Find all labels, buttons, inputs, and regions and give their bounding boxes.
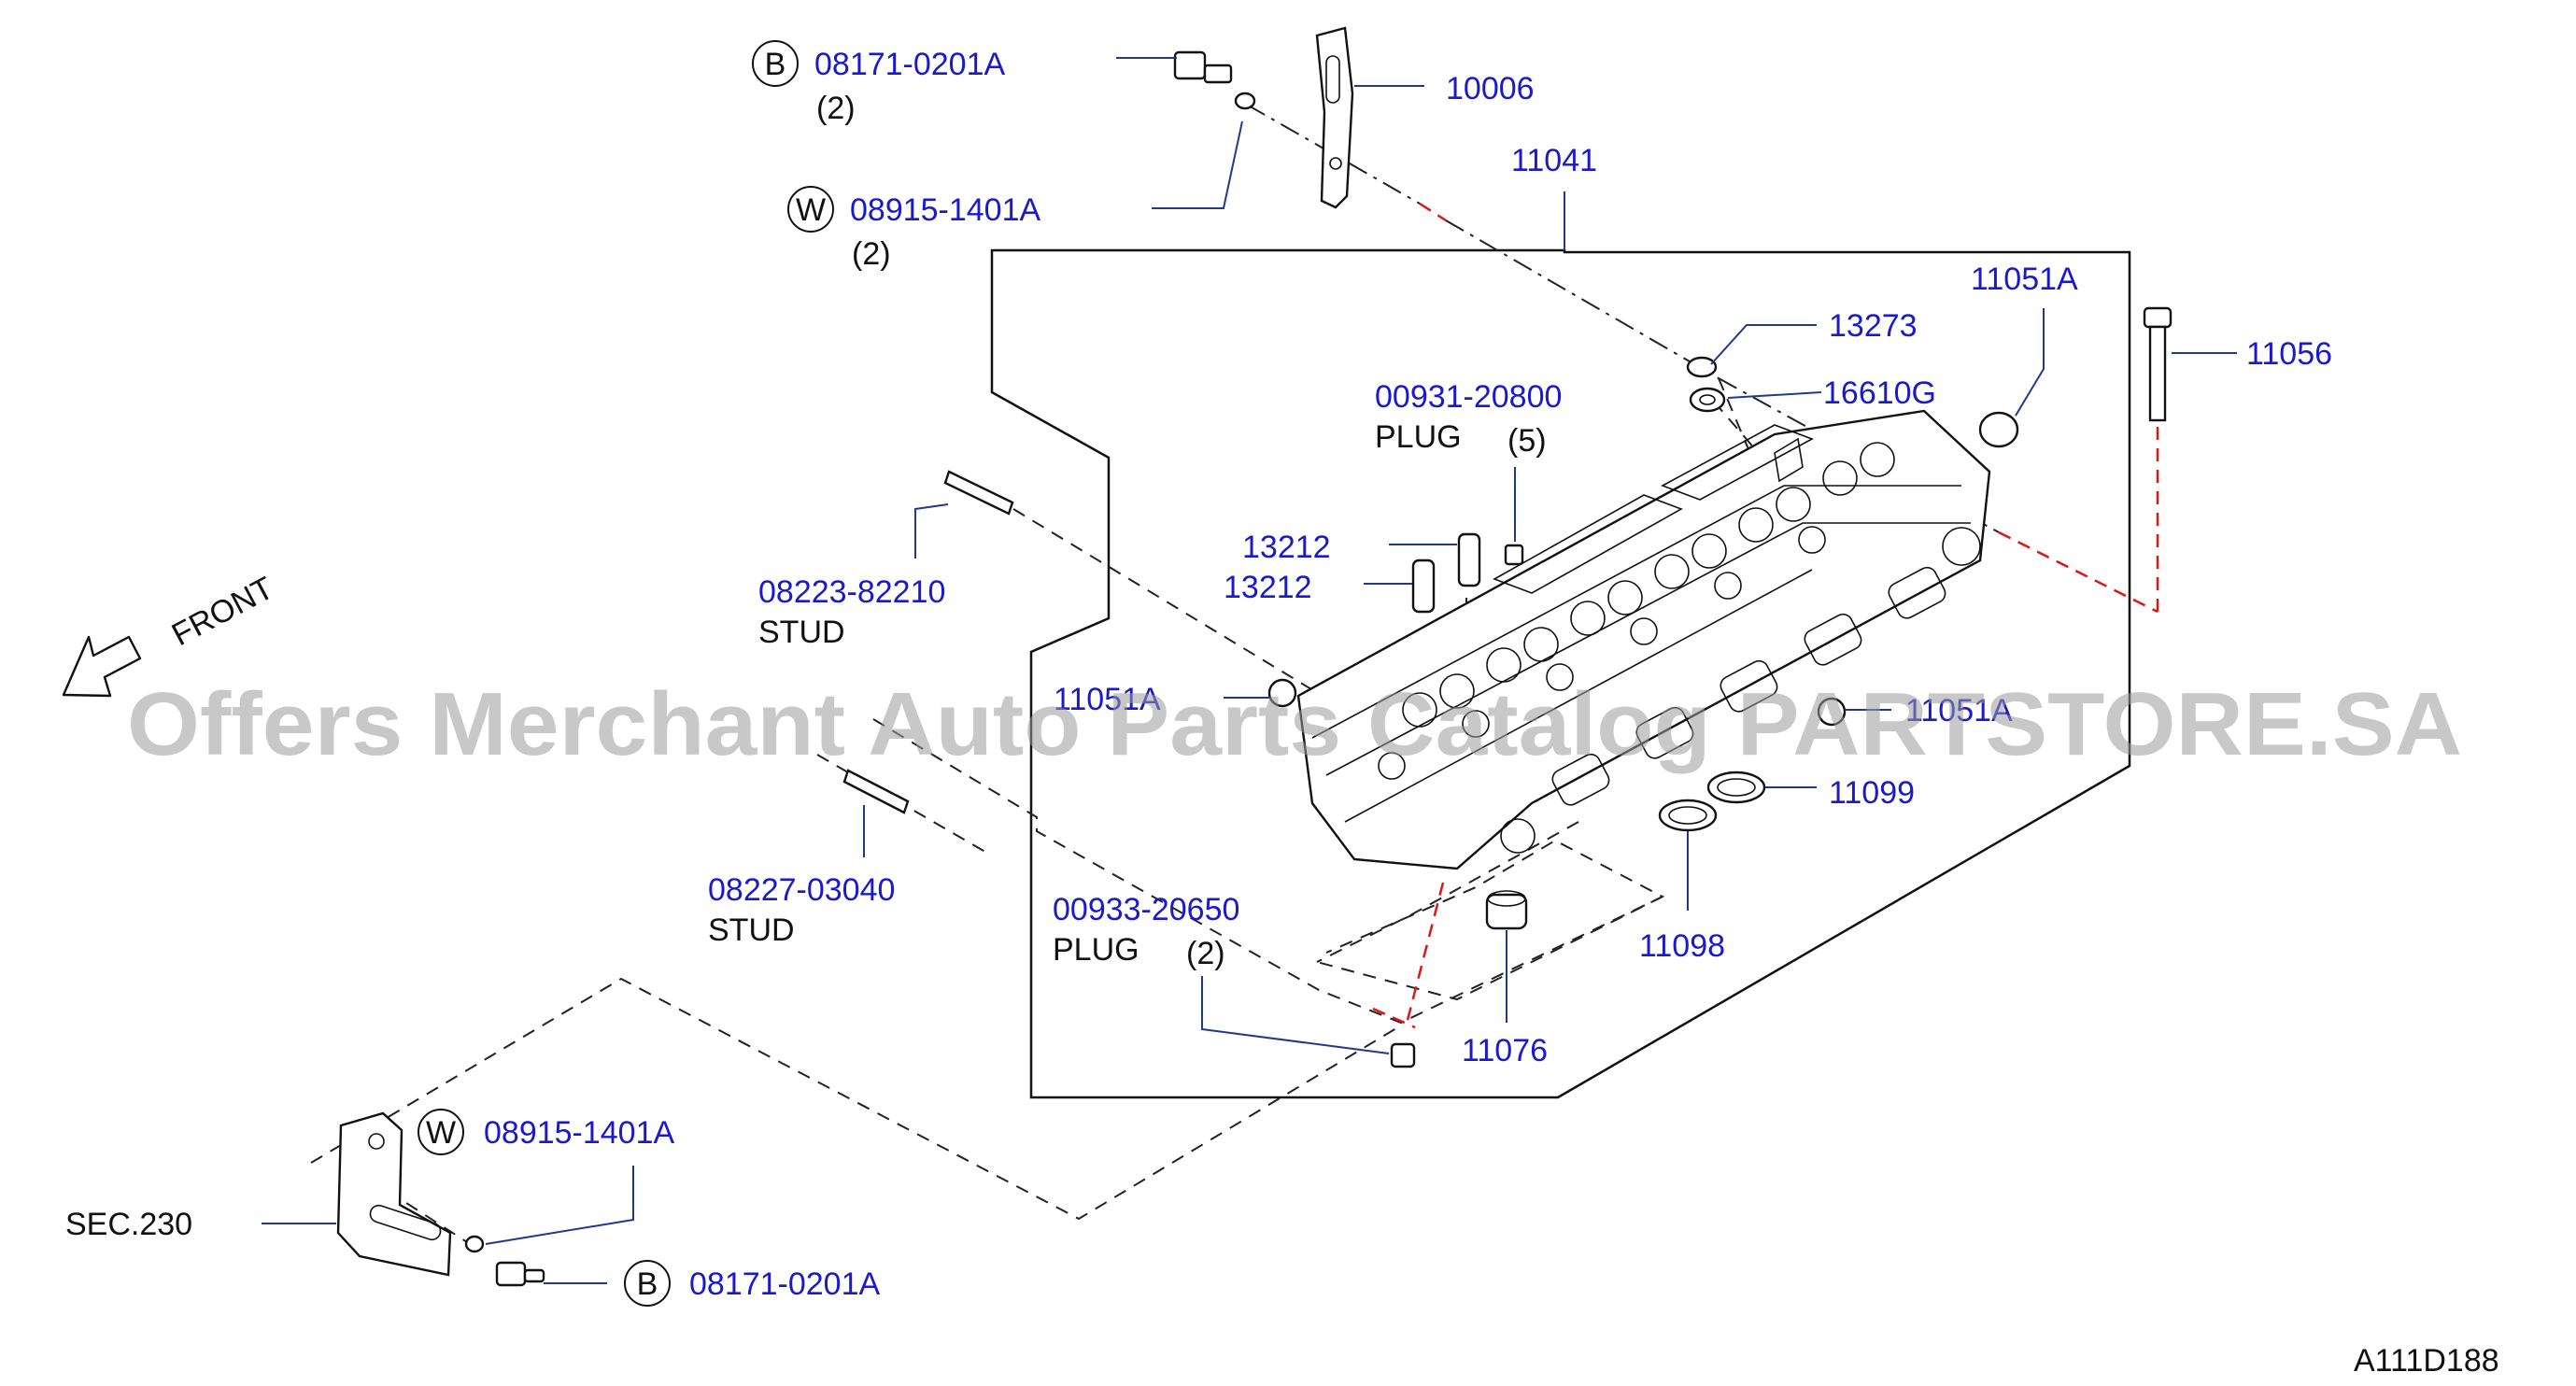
circle-b-icon: B xyxy=(752,40,799,87)
washer-bottom-part xyxy=(464,1235,485,1253)
circle-w-icon-bottom: W xyxy=(418,1109,464,1155)
washer-top xyxy=(1234,92,1256,110)
qty-washer-top: (2) xyxy=(852,236,891,272)
label-08223-82210[interactable]: 08223-82210 xyxy=(758,574,945,610)
watermark: Offers Merchant Auto Parts Catalog PARTS… xyxy=(127,674,2462,774)
plug-small-part xyxy=(1504,544,1524,566)
plug-11051a-top-part xyxy=(1978,411,2019,448)
name-plug-lower: PLUG xyxy=(1053,932,1139,968)
front-label: FRONT xyxy=(166,571,279,654)
label-13212-a[interactable]: 13212 xyxy=(1242,530,1331,565)
label-00933-20650[interactable]: 00933-20650 xyxy=(1053,892,1239,927)
label-08171-0201a-bottom[interactable]: 08171-0201A xyxy=(689,1266,881,1302)
ring-11098-part xyxy=(1658,799,1718,832)
label-13273[interactable]: 13273 xyxy=(1829,308,1918,344)
label-11051a-right[interactable]: 11051A xyxy=(1905,693,2013,728)
label-11098[interactable]: 11098 xyxy=(1639,928,1725,964)
label-11056[interactable]: 11056 xyxy=(2246,336,2332,372)
assembly-frame xyxy=(990,248,2131,1099)
leader-lines xyxy=(262,57,2237,1284)
label-11051a-left[interactable]: 11051A xyxy=(1054,682,1161,717)
seal-16610g-part xyxy=(1689,387,1726,413)
label-08915-1401a-bottom[interactable]: 08915-1401A xyxy=(484,1115,675,1151)
label-10006[interactable]: 10006 xyxy=(1446,71,1535,106)
label-08227-03040[interactable]: 08227-03040 xyxy=(708,872,895,908)
plug-lower-part xyxy=(1390,1042,1416,1068)
qty-plug-small: (5) xyxy=(1507,423,1547,459)
front-arrow-icon xyxy=(62,635,142,698)
cylinder-head-illustration xyxy=(1296,409,1991,870)
svg-text:W: W xyxy=(426,1115,456,1151)
qty-bolt-top: (2) xyxy=(816,91,856,126)
bolt-11056-part xyxy=(2143,306,2173,422)
circle-b-icon-bottom: B xyxy=(624,1260,671,1307)
svg-text:W: W xyxy=(796,192,826,228)
cap-11076-part xyxy=(1485,890,1528,930)
label-00931-20800[interactable]: 00931-20800 xyxy=(1375,379,1562,415)
projection-lines xyxy=(310,104,2159,1243)
name-stud-top: STUD xyxy=(758,615,845,650)
guide-13212-parts xyxy=(1411,532,1481,614)
ring-11099-part xyxy=(1706,771,1766,804)
label-11041[interactable]: 11041 xyxy=(1511,143,1597,178)
name-stud-lower: STUD xyxy=(708,912,795,948)
label-11051a-top[interactable]: 11051A xyxy=(1971,262,2078,297)
label-13212-b[interactable]: 13212 xyxy=(1224,570,1312,605)
stud-top-part xyxy=(943,470,1014,516)
bracket-bottom xyxy=(336,1111,452,1277)
qty-plug-lower: (2) xyxy=(1186,936,1225,971)
plug-13273-part xyxy=(1686,356,1718,378)
plug-11051a-right-part xyxy=(1817,697,1847,727)
diagram-code: A111D188 xyxy=(2354,1343,2499,1379)
plug-11051a-left-part xyxy=(1267,678,1297,708)
label-11076[interactable]: 11076 xyxy=(1462,1033,1548,1068)
label-11099[interactable]: 11099 xyxy=(1829,775,1915,811)
stud-lower-part xyxy=(842,769,910,814)
label-16610g[interactable]: 16610G xyxy=(1823,375,1936,411)
label-08915-1401a-top[interactable]: 08915-1401A xyxy=(850,192,1041,228)
bolt-bottom-part xyxy=(495,1261,545,1287)
svg-text:B: B xyxy=(637,1266,658,1302)
label-08171-0201a-top[interactable]: 08171-0201A xyxy=(814,47,1006,82)
bracket-top xyxy=(1315,26,1354,209)
bolt-top xyxy=(1173,50,1233,84)
circle-w-icon: W xyxy=(787,186,834,233)
svg-text:B: B xyxy=(765,47,786,82)
name-plug-small: PLUG xyxy=(1375,419,1462,455)
section-ref-sec230[interactable]: SEC.230 xyxy=(65,1207,192,1242)
